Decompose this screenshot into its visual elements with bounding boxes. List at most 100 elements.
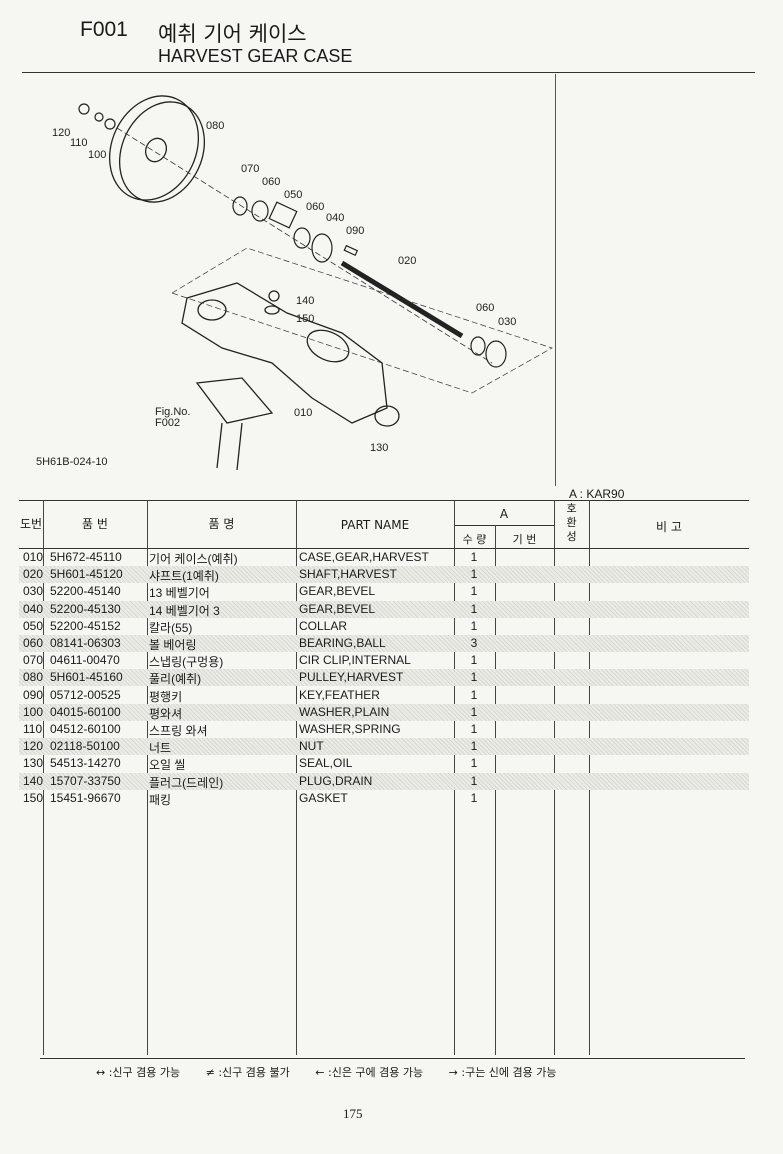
cell-name-ko: 평와셔 — [149, 706, 183, 721]
cell-part-name: GEAR,BEVEL — [299, 601, 376, 616]
cell-ref-no: 050 — [23, 618, 44, 633]
callout-020: 020 — [398, 255, 416, 267]
cell-part-name: KEY,FEATHER — [299, 687, 380, 702]
cell-part-no: 15707-33750 — [50, 773, 121, 788]
exploded-parts-diagram: 120 110 100 080 070 060 050 060 040 090 … — [36, 95, 553, 471]
cell-name-ko: 평행키 — [149, 689, 183, 704]
cell-name-ko: 풀리(예취) — [149, 672, 202, 687]
table-row: 050 52200-45152 칼라(55) COLLAR 1 — [19, 618, 749, 635]
cell-qty: 1 — [470, 773, 478, 788]
cell-qty: 1 — [470, 670, 478, 685]
callout-100: 100 — [88, 149, 106, 161]
cell-name-ko: 칼라(55) — [149, 620, 193, 635]
cell-part-no: 04611-00470 — [50, 653, 120, 668]
cell-qty: 1 — [470, 704, 478, 719]
cell-ref-no: 110 — [23, 722, 43, 736]
fig-ref-label: Fig.No. — [155, 406, 190, 418]
cell-ref-no: 040 — [23, 601, 44, 616]
cell-part-no: 05712-00525 — [50, 687, 121, 702]
col-header-group-a: A — [499, 507, 509, 521]
cell-part-name: BEARING,BALL — [299, 636, 386, 650]
parts-table: 도번 품 번 품 명 PART NAME A 수 량 기 번 호 환 성 비 고… — [19, 500, 755, 1060]
callout-030: 030 — [498, 316, 516, 328]
pulley-drawing — [108, 95, 206, 203]
col-header-remarks: 비 고 — [656, 520, 682, 534]
table-row: 030 52200-45140 13 베벨기어 GEAR,BEVEL 1 — [19, 583, 749, 600]
callout-010: 010 — [294, 407, 312, 419]
cell-ref-no: 130 — [23, 756, 44, 771]
cell-ref-no: 010 — [23, 550, 44, 564]
diagram-divider — [555, 74, 556, 486]
callout-060-a: 060 — [262, 176, 280, 188]
cell-ref-no: 090 — [23, 687, 44, 702]
cell-part-name: CASE,GEAR,HARVEST — [299, 550, 429, 564]
cell-part-name: WASHER,SPRING — [299, 722, 401, 736]
callout-150: 150 — [296, 313, 314, 325]
cell-qty: 1 — [470, 584, 478, 599]
cell-qty: 1 — [470, 567, 478, 582]
cell-part-name: SEAL,OIL — [299, 756, 353, 771]
header-divider — [22, 72, 755, 73]
callout-070: 070 — [241, 163, 259, 175]
cell-name-ko: 스냅링(구멍용) — [149, 655, 224, 670]
section-code: F001 — [80, 18, 128, 41]
cell-name-ko: 기어 케이스(예취) — [149, 552, 238, 566]
cell-part-name: GASKET — [299, 790, 348, 805]
cell-part-no: 52200-45140 — [50, 584, 121, 599]
cell-ref-no: 030 — [23, 584, 44, 599]
cell-ref-no: 150 — [23, 790, 44, 805]
cell-ref-no: 070 — [23, 653, 44, 668]
cell-name-ko: 플러그(드레인) — [149, 775, 224, 790]
cell-ref-no: 100 — [23, 704, 44, 719]
cell-qty: 1 — [470, 601, 478, 616]
legend-item: ← :신은 구에 겸용 가능 — [315, 1066, 424, 1079]
cell-part-name: PULLEY,HARVEST — [299, 670, 404, 685]
cell-part-name: GEAR,BEVEL — [299, 584, 376, 599]
cell-part-no: 04015-60100 — [50, 704, 121, 719]
cell-name-ko: 스프링 와셔 — [149, 724, 208, 738]
cell-part-no: 02118-50100 — [50, 739, 120, 754]
callout-060-c: 060 — [476, 302, 494, 314]
cell-name-ko: 오일 씰 — [149, 758, 186, 773]
cell-ref-no: 080 — [23, 670, 44, 685]
legend-item: → :구는 신에 겸용 가능 — [448, 1066, 557, 1079]
cell-part-no: 08141-06303 — [50, 636, 121, 650]
cell-part-name: COLLAR — [299, 618, 348, 633]
cell-name-ko: 패킹 — [149, 792, 172, 807]
cell-qty: 1 — [470, 756, 478, 771]
compatibility-legend: ↔ :신구 겸용 가능 ≠ :신구 겸용 불가 ← :신은 구에 겸용 가능 →… — [96, 1064, 579, 1080]
cell-part-name: WASHER,PLAIN — [299, 704, 390, 719]
callout-090: 090 — [346, 225, 364, 237]
fig-ref-number: F002 — [155, 417, 180, 429]
cell-name-ko: 13 베벨기어 — [149, 586, 210, 601]
page-number: 175 — [343, 1106, 363, 1121]
callout-130: 130 — [370, 442, 388, 454]
cell-part-name: NUT — [299, 739, 324, 754]
callout-110: 110 — [70, 137, 88, 149]
col-header-qty: 수 량 — [462, 533, 487, 546]
footer-divider — [40, 1058, 745, 1059]
cell-part-no: 04512-60100 — [50, 722, 121, 736]
cell-part-no: 54513-14270 — [50, 756, 121, 771]
cell-part-no: 15451-96670 — [50, 790, 121, 805]
cell-name-ko: 너트 — [149, 741, 172, 756]
col-header-swap: 호 환 성 — [566, 502, 577, 543]
cell-qty: 1 — [470, 550, 478, 564]
cell-ref-no: 020 — [23, 567, 44, 582]
cell-qty: 1 — [470, 618, 478, 633]
col-header-part-name: PART NAME — [340, 518, 410, 532]
cell-qty: 1 — [470, 790, 478, 805]
col-header-base: 기 번 — [512, 533, 537, 546]
col-header-no: 도번 — [19, 517, 43, 531]
cell-part-no: 52200-45152 — [50, 618, 121, 633]
cell-part-name: SHAFT,HARVEST — [299, 567, 397, 582]
cell-part-name: PLUG,DRAIN — [299, 773, 373, 788]
cell-qty: 3 — [470, 636, 478, 650]
